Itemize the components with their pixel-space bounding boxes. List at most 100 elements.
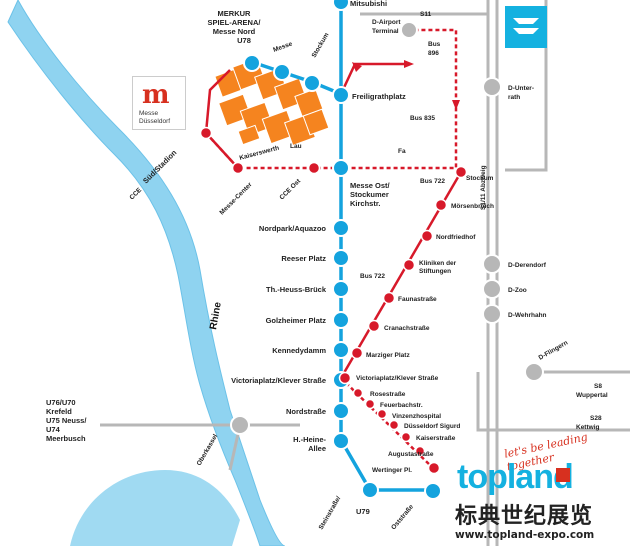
stop-merziger bbox=[350, 346, 364, 360]
stop-nordfriedhof bbox=[434, 198, 448, 212]
label-fa-short: Lau bbox=[290, 143, 302, 150]
messe-logo-mark: m bbox=[142, 80, 169, 110]
stop-cce-ost bbox=[307, 161, 321, 175]
label-wertinger: Wertinger Pl. bbox=[372, 467, 412, 474]
red-stops bbox=[199, 126, 468, 475]
stop-steinstrasse bbox=[361, 481, 379, 499]
stop-merkur bbox=[243, 54, 261, 72]
stop-theodor-heuss bbox=[332, 280, 350, 298]
label-reeser-platz: Reeser Platz bbox=[281, 254, 326, 263]
label-victoria-klever: Victoriaplatz/Klever Straße bbox=[356, 375, 439, 382]
stop-oberkassel bbox=[230, 415, 250, 435]
label-bus-722-mid: Bus 722 bbox=[360, 273, 385, 280]
stop-messe-center bbox=[231, 161, 245, 175]
label-fa: Fa bbox=[398, 148, 406, 155]
label-augusta: Augustastraße bbox=[388, 451, 434, 458]
label-bus-722-top: Bus 722 bbox=[420, 178, 445, 185]
label-cranachstrasse: Cranachstraße bbox=[384, 325, 430, 332]
rhine-river-bottom bbox=[70, 470, 240, 546]
stop-d-derendorf bbox=[482, 254, 502, 274]
stop-stockumer bbox=[303, 74, 321, 92]
stop-feuerbachstr bbox=[364, 398, 376, 410]
label-heinrich-heine: H.-Heine-Allee bbox=[293, 435, 326, 453]
label-franz-rennefeld: Nordfriedhof bbox=[436, 234, 476, 241]
label-s11: S11 bbox=[420, 11, 432, 18]
label-nordfriedhof: Mörsenbroich bbox=[451, 203, 494, 210]
label-nordpark: Nordpark/Aquazoo bbox=[259, 224, 327, 233]
stop-d-wehrhahn bbox=[482, 304, 502, 324]
label-cce: CCE bbox=[128, 186, 143, 201]
label-d-unterrath: D-Unter-rath bbox=[508, 85, 534, 101]
stop-golzheimer bbox=[332, 311, 350, 329]
label-kennedydamm: Kennedydamm bbox=[272, 346, 326, 355]
label-stockumer: Stockum bbox=[311, 32, 331, 59]
stop-wertinger bbox=[427, 461, 441, 475]
label-kaiser-str: Kaiserstraße bbox=[416, 435, 456, 442]
label-messe-nord-small: Messe bbox=[272, 40, 293, 54]
label-d-wehrhahn: D-Wehrhahn bbox=[508, 312, 547, 319]
topland-brand: let's be leading together topland 标典世纪展览… bbox=[451, 430, 629, 545]
label-cce-ost: CCE Ost bbox=[278, 177, 302, 201]
label-merziger: Marziger Platz bbox=[366, 352, 410, 359]
label-d-derendorf: D-Derendorf bbox=[508, 262, 547, 269]
stop-oststrasse bbox=[424, 482, 442, 500]
stop-faunastrasse bbox=[382, 291, 396, 305]
label-steinstrasse: Steinstraße/ bbox=[318, 495, 343, 531]
stop-reeser-platz bbox=[332, 249, 350, 267]
stop-d-zoo bbox=[482, 279, 502, 299]
stop-nordstrasse bbox=[332, 402, 350, 420]
label-freiligrathplatz: Freiligrathplatz bbox=[352, 92, 406, 101]
label-roseen: Rosestraße bbox=[370, 391, 406, 398]
label-s11-right: S1/11 Abzweig bbox=[480, 165, 487, 210]
label-feuerbachstr: Feuerbachstr. bbox=[380, 402, 423, 409]
house-icon bbox=[556, 468, 570, 482]
stop-duesseldorf-sigr bbox=[388, 419, 400, 431]
label-theodor-heuss: Th.-Heuss-Brück bbox=[266, 285, 327, 294]
label-d-zoo: D-Zoo bbox=[508, 287, 527, 294]
stop-d-flingern bbox=[524, 362, 544, 382]
label-faunastrasse: Faunastraße bbox=[398, 296, 437, 303]
stop-cranachstrasse bbox=[367, 319, 381, 333]
label-bus-835: Bus 835 bbox=[410, 115, 435, 122]
stop-victoria-klever bbox=[338, 371, 352, 385]
label-victoriaplatz: Victoriaplatz/Klever Straße bbox=[231, 376, 326, 385]
river-label: Rhine bbox=[208, 301, 224, 331]
label-messe-center: Messe-Center bbox=[218, 181, 253, 216]
stop-mitsubishi bbox=[332, 0, 350, 11]
brand-url: www.topland-expo.com bbox=[455, 529, 595, 541]
label-u79: U79 bbox=[356, 507, 370, 516]
stop-flughafen-terminal bbox=[400, 21, 418, 39]
label-oststrasse: Oststraße bbox=[390, 503, 415, 531]
stop-freiligrathplatz bbox=[332, 86, 350, 104]
stop-messe-ost bbox=[332, 159, 350, 177]
messe-duesseldorf-logo: m Messe Düsseldorf bbox=[132, 76, 186, 130]
sbahn-logo-icon bbox=[505, 6, 547, 48]
stop-nordpark bbox=[332, 219, 350, 237]
stop-messe-nord bbox=[273, 63, 291, 81]
blue-stops bbox=[243, 0, 442, 500]
label-nordstrasse: Nordstraße bbox=[286, 407, 326, 416]
fairground-halls bbox=[214, 57, 330, 147]
label-d-flingern: D-Flingern bbox=[538, 339, 570, 361]
stop-franz-rennefeld bbox=[420, 229, 434, 243]
label-kaiserswerth: Kaiserswerth bbox=[239, 145, 280, 162]
stop-vinzenz bbox=[376, 408, 388, 420]
stop-roseen bbox=[352, 387, 364, 399]
grey-stops bbox=[230, 21, 544, 435]
stop-d-unterrath bbox=[482, 77, 502, 97]
label-duesseldorf-sigr: Düsseldorf Sigurd bbox=[404, 423, 460, 430]
brand-name: topland bbox=[457, 458, 574, 496]
brand-chinese: 标典世纪展览 bbox=[455, 504, 594, 529]
stop-heinrich-heine bbox=[332, 432, 350, 450]
label-mitsubishi: Mitsubishi bbox=[350, 0, 387, 8]
